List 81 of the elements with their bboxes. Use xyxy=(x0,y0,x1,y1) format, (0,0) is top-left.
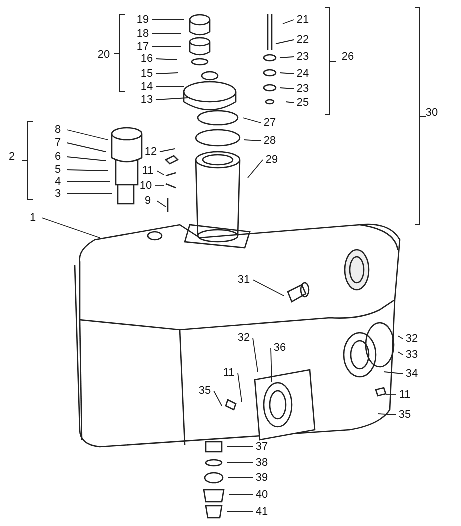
leader-line xyxy=(156,58,178,60)
callout-number: 17 xyxy=(134,40,152,54)
callout-number: 21 xyxy=(294,13,312,27)
leader-line xyxy=(248,160,264,178)
callout-number: 29 xyxy=(263,153,281,167)
callout-number: 33 xyxy=(403,348,421,362)
leader-line xyxy=(282,20,294,24)
callout-number: 32 xyxy=(235,331,253,345)
callout-number: 36 xyxy=(271,341,289,355)
leader-line xyxy=(384,372,404,374)
callout-number: 15 xyxy=(138,67,156,81)
leader-line xyxy=(156,86,184,88)
leader-line xyxy=(280,56,294,58)
callout-number: 23 xyxy=(294,82,312,96)
callout-number: 40 xyxy=(253,488,271,502)
leader-line xyxy=(228,494,254,496)
callout-number: 2 xyxy=(8,150,16,164)
callout-number: 10 xyxy=(137,179,155,193)
callout-number: 30 xyxy=(424,106,440,120)
callout-number: 11 xyxy=(220,366,238,380)
callout-number: 25 xyxy=(294,96,312,110)
callout-number: 18 xyxy=(134,27,152,41)
leader-line xyxy=(244,140,262,142)
callout-number: 4 xyxy=(49,175,67,189)
leader-line xyxy=(238,372,242,402)
callout-number: 5 xyxy=(49,163,67,177)
leader-line xyxy=(156,98,188,100)
leader-line xyxy=(286,102,294,104)
callout-number: 23 xyxy=(294,50,312,64)
callout-number: 31 xyxy=(235,273,253,287)
callout-number: 6 xyxy=(49,150,67,164)
callout-number: 8 xyxy=(49,123,67,137)
leader-line xyxy=(226,462,254,464)
callout-number: 14 xyxy=(138,80,156,94)
leader-line xyxy=(156,170,164,176)
callout-number: 34 xyxy=(403,367,421,381)
leader-line xyxy=(156,72,178,74)
leader-line xyxy=(280,72,294,74)
leader-line xyxy=(252,280,284,296)
callout-number: 38 xyxy=(253,456,271,470)
leader-line xyxy=(386,394,396,396)
leader-line xyxy=(152,46,182,48)
leader-line xyxy=(156,200,166,208)
leader-line xyxy=(66,130,108,140)
callout-number: 9 xyxy=(139,194,157,208)
leader-line xyxy=(226,446,254,448)
callout-number: 24 xyxy=(294,67,312,81)
leader-line xyxy=(66,170,108,172)
callout-number: 41 xyxy=(253,505,271,519)
callout-number: 1 xyxy=(24,211,42,225)
callout-number: 3 xyxy=(49,187,67,201)
callout-number: 27 xyxy=(261,116,279,130)
leader-line xyxy=(276,40,294,44)
callout-number: 11 xyxy=(139,164,157,178)
callout-number: 16 xyxy=(138,52,156,66)
leader-line xyxy=(270,348,272,382)
callout-number: 11 xyxy=(396,388,414,402)
callout-number: 26 xyxy=(340,50,356,64)
leader-line xyxy=(252,338,258,372)
leader-line xyxy=(160,148,176,152)
leader-line xyxy=(42,218,100,238)
callout-number: 13 xyxy=(138,93,156,107)
callout-number: 39 xyxy=(253,471,271,485)
leader-line xyxy=(242,118,262,124)
callout-number: 12 xyxy=(142,145,160,159)
callout-number: 37 xyxy=(253,440,271,454)
leader-line xyxy=(398,336,404,340)
leader-line xyxy=(378,414,396,416)
callout-number: 35 xyxy=(196,384,214,398)
callout-number: 7 xyxy=(49,136,67,150)
callout-number: 32 xyxy=(403,332,421,346)
callout-number: 19 xyxy=(134,13,152,27)
leader-line xyxy=(214,390,222,406)
callout-number: 35 xyxy=(396,408,414,422)
leader-line xyxy=(66,156,106,162)
leader-line xyxy=(66,142,106,152)
leader-line xyxy=(280,88,294,90)
callout-number: 22 xyxy=(294,33,312,47)
leader-line xyxy=(398,352,404,356)
callout-number: 20 xyxy=(96,48,112,62)
callout-number: 28 xyxy=(261,134,279,148)
